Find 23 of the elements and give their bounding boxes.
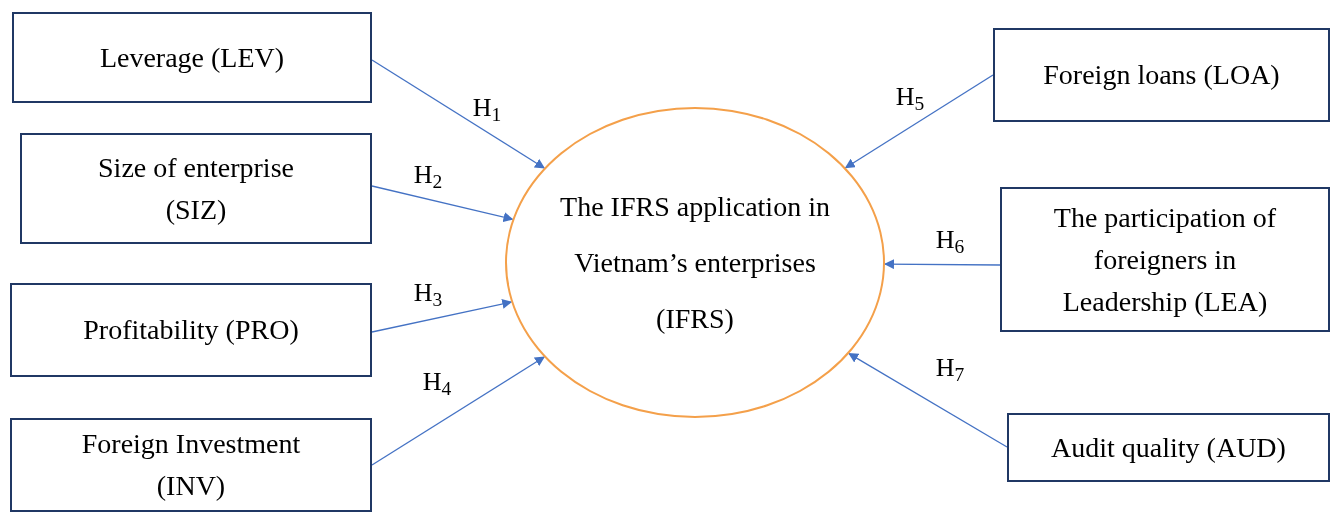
node-text: Size of enterprise (SIZ) bbox=[97, 150, 295, 227]
node-text: Foreign Investment (INV) bbox=[80, 427, 302, 503]
arrow bbox=[371, 356, 545, 466]
node-text: Leverage (LEV) bbox=[99, 40, 285, 75]
node-text: The IFRS application in Vietnam’s enterprises (IFRS) bbox=[560, 189, 830, 336]
arrow bbox=[884, 259, 1001, 270]
arrow bbox=[848, 352, 1008, 448]
variable-box bbox=[1000, 187, 1330, 332]
node-text: Foreign loans (LOA) bbox=[1043, 58, 1280, 92]
variable-box bbox=[1007, 413, 1330, 482]
variable-box bbox=[993, 28, 1330, 122]
node-text: Audit quality (AUD) bbox=[1051, 430, 1286, 465]
variable-box bbox=[10, 283, 372, 377]
arrow bbox=[844, 74, 994, 169]
arrow bbox=[371, 185, 514, 223]
variable-box bbox=[20, 133, 372, 244]
node-text: Profitability (PRO) bbox=[83, 313, 299, 347]
variable-box bbox=[12, 12, 372, 103]
arrow bbox=[371, 59, 545, 169]
ellipse-node bbox=[505, 107, 885, 418]
arrow bbox=[371, 299, 513, 333]
variable-box bbox=[10, 418, 372, 512]
node-text: The participation of foreigners in Leadership (LEA) bbox=[1052, 200, 1278, 319]
